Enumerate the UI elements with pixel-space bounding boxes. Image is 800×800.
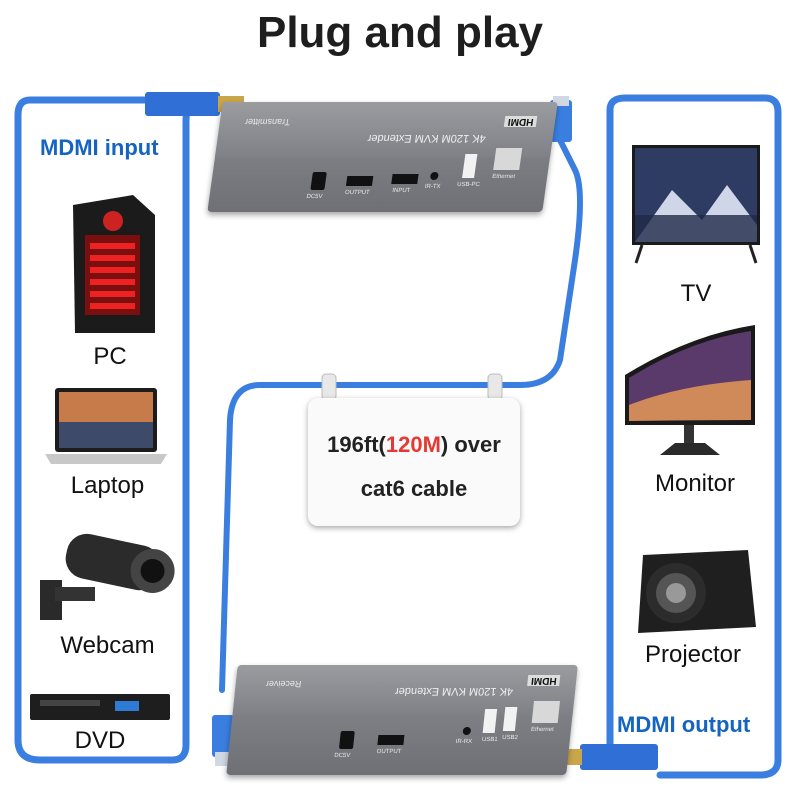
device-label-dvd: DVD bbox=[74, 727, 126, 754]
receiver-unit: 4K 120M KVM Extender Receiver HDMI DC5V … bbox=[226, 665, 578, 775]
tx-port-label: Ethernet bbox=[491, 174, 516, 180]
hdmi-plug-top-left bbox=[145, 92, 220, 116]
rx-dc-port bbox=[338, 731, 355, 749]
input-label: MDMI input bbox=[40, 135, 159, 160]
cable-clip-left bbox=[321, 373, 337, 401]
dvd-player-icon bbox=[30, 690, 170, 724]
rx-port-label: DC5V bbox=[333, 753, 351, 759]
transmitter-side-text: Transmitter bbox=[244, 117, 291, 127]
tv-icon bbox=[632, 145, 760, 275]
device-label-monitor: Monitor bbox=[654, 470, 736, 497]
device-label-pc: PC bbox=[93, 343, 127, 370]
receiver-brand-logo: HDMI bbox=[527, 675, 561, 686]
right-output-cable bbox=[586, 94, 782, 779]
rx-port-label: OUTPUT bbox=[376, 749, 402, 755]
callout-cable-line: cat6 cable bbox=[360, 476, 468, 501]
tx-usb-port bbox=[462, 154, 478, 178]
webcam-icon bbox=[35, 525, 175, 625]
tx-hdmi-input-port bbox=[391, 174, 419, 184]
callout-prefix: 196ft( bbox=[327, 432, 386, 457]
tx-port-label: IR-TX bbox=[424, 184, 441, 190]
tx-port-label: USB-PC bbox=[456, 182, 481, 188]
hdmi-plug-bottom-right bbox=[580, 744, 658, 770]
rx-hdmi-output-port bbox=[377, 735, 405, 745]
device-label-laptop: Laptop bbox=[70, 472, 145, 499]
rx-port-label: USB2 bbox=[501, 735, 519, 741]
tx-dc-port bbox=[310, 172, 327, 190]
tx-ethernet-port bbox=[493, 148, 523, 170]
tx-port-label: DC5V bbox=[305, 194, 323, 200]
rx-port-label: USB1 bbox=[481, 737, 498, 743]
page-title: Plug and play bbox=[256, 8, 544, 57]
rx-usb2-port bbox=[502, 707, 518, 731]
device-label-projector: Projector bbox=[644, 641, 742, 668]
device-label-webcam: Webcam bbox=[60, 632, 155, 659]
transmitter-unit: 4K 120M KVM Extender Transmitter HDMI DC… bbox=[207, 102, 558, 212]
rx-usb1-port bbox=[482, 709, 498, 733]
receiver-top-text: 4K 120M KVM Extender bbox=[394, 685, 514, 697]
cable-clip-right bbox=[487, 373, 503, 401]
distance-callout: 196ft(120M) over cat6 cable bbox=[308, 398, 520, 526]
callout-highlight: 120M bbox=[385, 432, 441, 457]
tx-port-label: INPUT bbox=[391, 188, 411, 194]
transmitter-brand-logo: HDMI bbox=[504, 116, 538, 127]
curved-monitor-icon bbox=[620, 325, 760, 460]
laptop-icon bbox=[45, 388, 170, 468]
output-label: MDMI output bbox=[617, 712, 751, 737]
pc-tower-icon bbox=[55, 195, 165, 335]
transmitter-top-text: 4K 120M KVM Extender bbox=[366, 132, 487, 144]
callout-suffix: ) over bbox=[440, 432, 501, 457]
tx-hdmi-output-port bbox=[345, 176, 374, 186]
tx-port-label: OUTPUT bbox=[344, 190, 371, 196]
receiver-side-text: Receiver bbox=[265, 679, 302, 689]
rx-port-label: Ethernet bbox=[530, 727, 554, 733]
callout-distance-line: 196ft(120M) over bbox=[308, 432, 520, 458]
device-label-tv: TV bbox=[680, 280, 712, 307]
rx-ir-port bbox=[462, 727, 472, 735]
tx-ir-port bbox=[429, 172, 439, 180]
projector-icon bbox=[628, 545, 758, 635]
rx-ethernet-port bbox=[531, 701, 560, 723]
rx-port-label: IR-RX bbox=[455, 739, 473, 745]
ethernet-cable bbox=[219, 137, 583, 693]
